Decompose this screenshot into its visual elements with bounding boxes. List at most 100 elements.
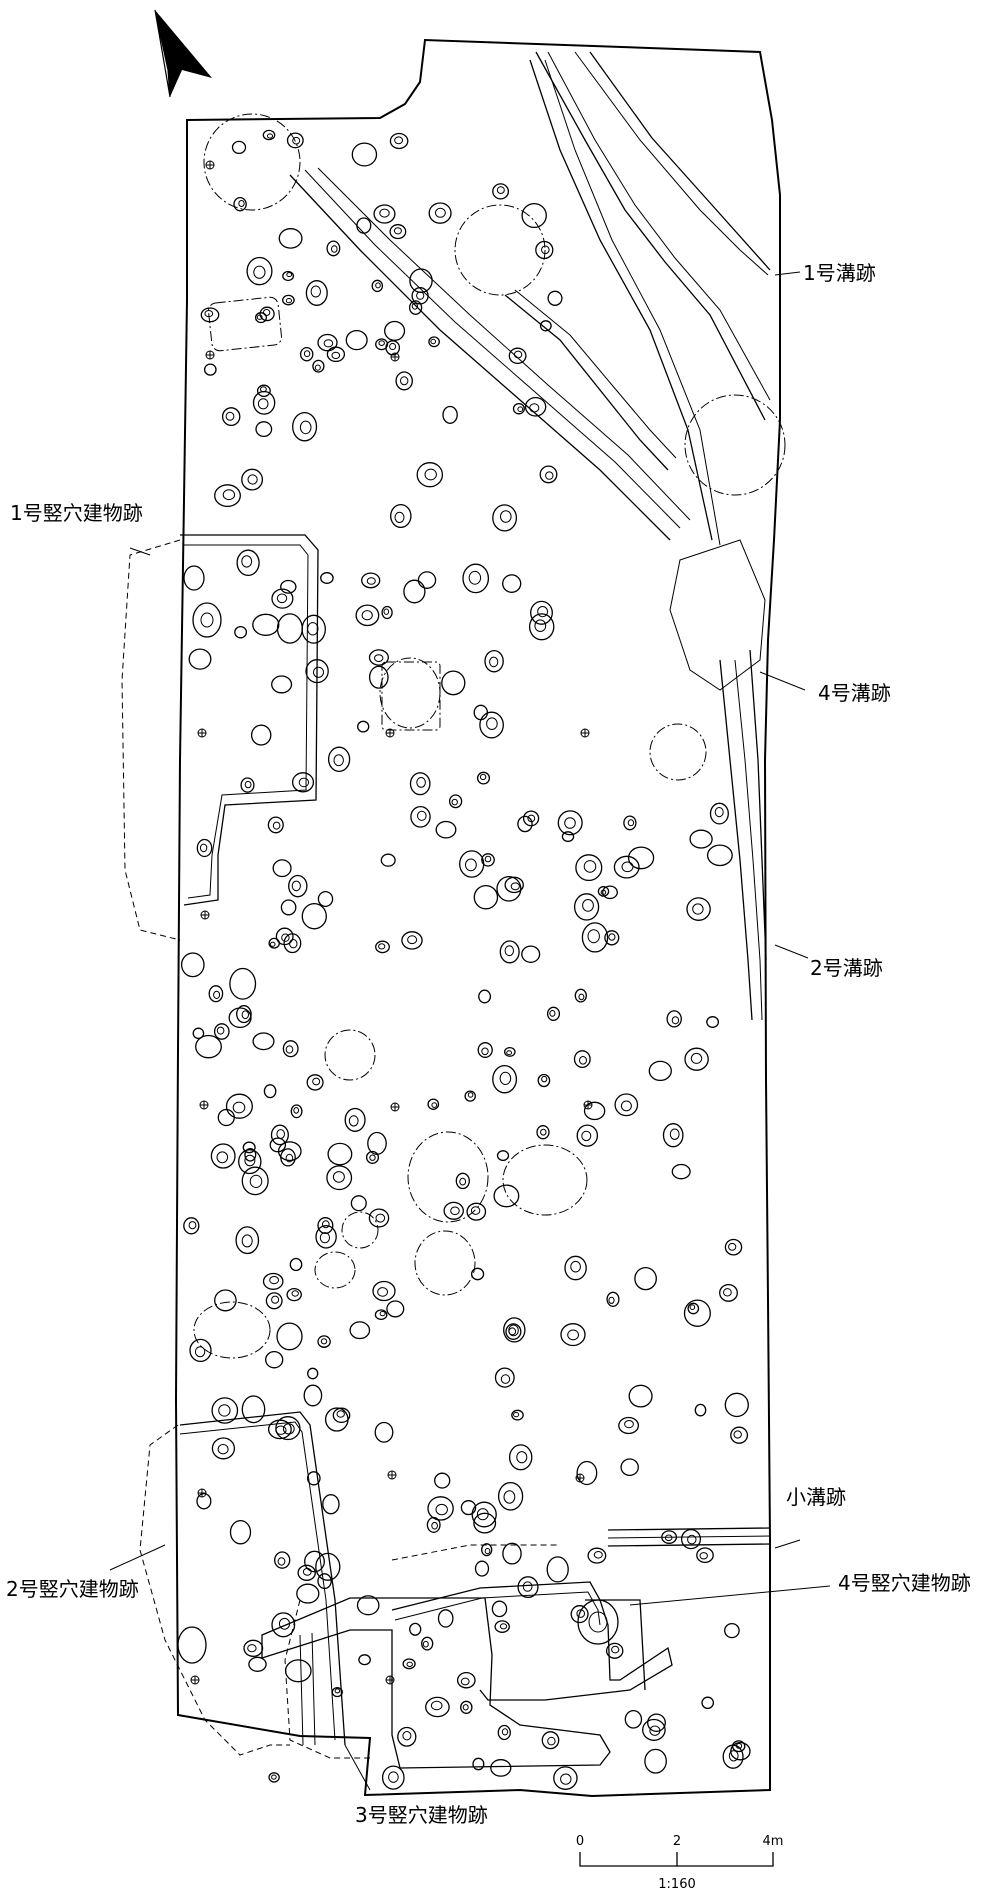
post-hole-inner — [331, 245, 338, 253]
post-hole — [289, 1257, 303, 1272]
post-hole — [576, 1124, 599, 1147]
post-hole — [428, 336, 440, 348]
post-hole-inner — [216, 1026, 225, 1035]
post-hole — [460, 1500, 477, 1516]
post-hole-inner — [286, 272, 293, 278]
post-hole-inner — [460, 1677, 470, 1686]
post-hole — [262, 1272, 284, 1290]
post-hole-inner — [269, 941, 276, 947]
post-hole-inner — [581, 1130, 592, 1142]
scale-tick-4: 4m — [763, 1834, 784, 1849]
post-hole-inner — [407, 935, 418, 945]
diagonal-ditch — [289, 167, 691, 541]
post-hole — [403, 579, 426, 604]
post-hole — [276, 613, 303, 644]
post-hole-inner — [593, 1551, 603, 1559]
post-hole — [317, 1217, 334, 1234]
post-holes — [180, 129, 751, 1790]
post-hole — [416, 462, 444, 488]
post-hole-inner — [319, 1232, 330, 1244]
post-hole — [618, 1416, 640, 1435]
post-hole-inner — [194, 1346, 206, 1358]
post-hole-inner — [285, 1045, 294, 1054]
post-hole — [265, 1292, 283, 1310]
post-hole-inner — [383, 608, 390, 615]
post-hole — [441, 670, 466, 696]
post-hole — [385, 340, 401, 356]
post-hole — [604, 930, 620, 946]
post-hole — [301, 902, 327, 930]
post-hole — [305, 280, 328, 306]
post-hole-inner — [450, 1206, 460, 1216]
post-hole — [502, 574, 522, 593]
post-hole — [241, 1166, 269, 1196]
post-hole — [528, 613, 555, 641]
post-hole-inner — [302, 1567, 312, 1576]
post-hole-inner — [361, 610, 373, 621]
post-hole — [573, 1050, 591, 1069]
post-hole — [322, 1494, 340, 1515]
post-hole — [326, 240, 341, 257]
post-hole-inner — [608, 933, 616, 941]
pit-dwelling-2 — [139, 1411, 346, 1756]
post-hole-inner — [501, 1728, 509, 1736]
post-hole — [560, 1323, 586, 1347]
post-hole — [479, 711, 504, 739]
post-hole-inner — [540, 1128, 547, 1136]
post-hole — [434, 1472, 451, 1489]
survey-marker — [575, 1473, 585, 1483]
post-hole-inner — [664, 1534, 673, 1542]
post-hole — [288, 874, 308, 898]
post-hole-inner — [333, 754, 344, 767]
post-hole-inner — [600, 889, 607, 896]
post-hole-inner — [411, 302, 419, 310]
post-hole-inner — [276, 1129, 286, 1139]
post-hole — [282, 1040, 299, 1058]
post-hole — [647, 1713, 666, 1732]
post-hole-inner — [379, 1311, 386, 1317]
post-hole-inner — [567, 1329, 579, 1341]
post-hole-inner — [241, 1010, 250, 1020]
post-hole-inner — [299, 420, 312, 435]
post-hole — [524, 396, 547, 417]
post-hole-inner — [547, 1736, 556, 1746]
post-hole — [389, 224, 407, 240]
post-hole-inner — [320, 1338, 328, 1345]
post-hole — [455, 1172, 470, 1190]
post-hole — [427, 1098, 440, 1110]
survey-marker — [205, 350, 215, 360]
post-hole — [280, 579, 297, 594]
post-hole — [252, 1032, 275, 1051]
post-hole — [620, 1458, 639, 1477]
survey-marker — [205, 160, 215, 170]
post-hole — [557, 810, 583, 836]
post-hole-inner — [232, 1101, 246, 1114]
post-hole-inner — [378, 340, 385, 347]
large-features — [193, 113, 786, 1359]
post-hole — [231, 140, 247, 155]
post-hole-inner — [218, 1404, 231, 1417]
post-hole — [490, 1759, 512, 1777]
post-hole — [496, 1150, 510, 1162]
post-hole — [326, 346, 346, 363]
post-hole — [497, 1724, 511, 1741]
post-hole-inner — [375, 282, 381, 289]
post-hole — [473, 884, 499, 910]
post-hole-inner — [378, 943, 386, 950]
post-hole — [357, 720, 370, 733]
post-hole — [624, 1709, 643, 1729]
post-hole — [709, 802, 729, 825]
post-hole-inner — [529, 403, 540, 413]
post-hole-inner — [334, 1688, 341, 1694]
post-hole — [274, 1551, 291, 1569]
post-hole — [602, 885, 618, 900]
post-hole-inner — [379, 208, 390, 218]
post-hole — [494, 1367, 515, 1388]
post-hole — [634, 1266, 657, 1291]
post-hole — [597, 886, 610, 897]
post-hole — [368, 649, 389, 666]
survey-markers — [190, 160, 593, 1685]
post-hole — [235, 1226, 260, 1255]
post-hole — [252, 613, 280, 636]
post-hole — [476, 771, 491, 785]
